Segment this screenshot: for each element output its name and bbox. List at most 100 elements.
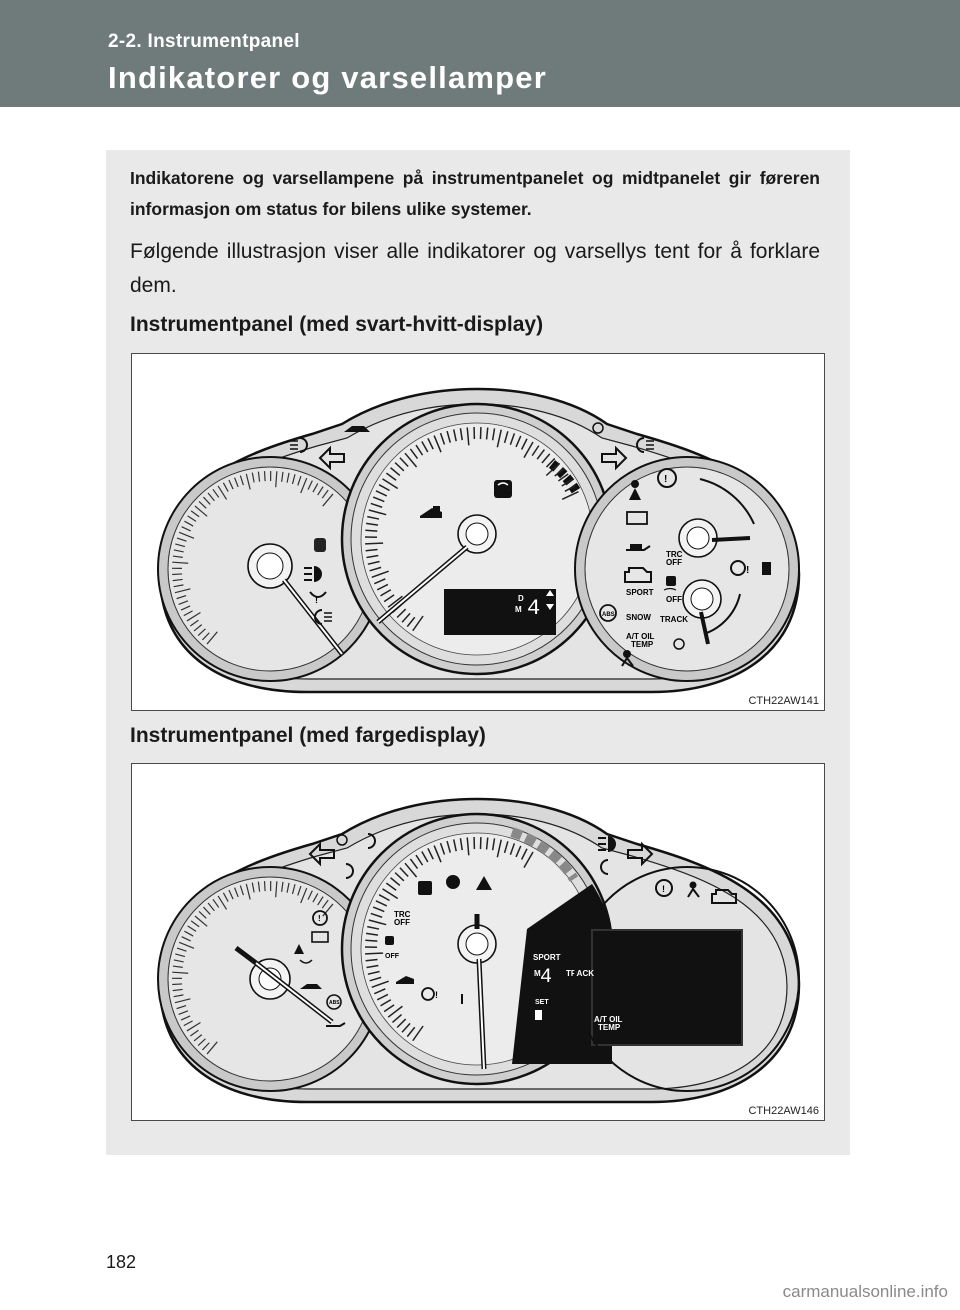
gauge-tick [257,471,261,482]
figure2-heading: Instrumentpanel (med fargedisplay) [130,724,486,747]
svg-text:!: ! [435,990,438,1000]
gauge-tick [172,965,183,968]
gauge-tick [207,902,215,912]
gauge-tick [178,941,195,949]
gauge-tick [291,884,296,895]
tachometer-left [157,456,383,682]
oil-pressure-icon [626,544,651,551]
gauge-tick [412,1025,424,1042]
svg-text:!: ! [662,884,665,894]
gauge-tick [427,848,434,860]
page-title: Indikatorer og varsellamper [108,60,548,95]
gauge-tick [399,457,409,467]
gauge-tick [375,900,388,907]
track-mode-label-2: TRACK [566,969,594,978]
shift-up-icon [546,590,554,596]
body-text: Følgende illustrasjon viser alle indikat… [130,240,820,297]
gauge-tick [312,893,319,903]
headlight-high-beam-icon [304,566,322,582]
right-panel-2: ! [574,866,800,1092]
at-oil-temp-label-b: A/T OIL [594,1015,623,1024]
gauge-tick [409,448,419,460]
at-oil-temp-label: A/T OIL [626,632,655,641]
gauge-tick [194,915,208,927]
vsc-off-icon [663,576,677,591]
page-number: 182 [106,1252,137,1272]
multi-info-display [444,589,556,635]
svg-text:!: ! [318,914,321,923]
gauge-tick [491,838,496,851]
page-header: 2-2. Instrumentpanel Indikatorer og vars… [0,0,960,107]
gauge-tick [380,589,392,597]
gauge-tick [554,467,565,477]
gauge-tick [176,537,187,542]
rear-fog-icon-2 [345,863,354,879]
redline-band-2 [510,827,579,882]
gauge-tick [531,445,540,457]
gauge-tick [485,837,489,850]
gauge-tick [520,848,528,860]
gauge-tick [212,898,220,908]
figure1-code: CTH22AW141 [748,695,819,707]
gauge-tick [523,851,534,868]
gauge-tick [180,605,191,611]
gauge-tick [194,505,208,517]
seatbelt-reminder-icon-2 [294,944,304,954]
gauge-tick [245,883,251,900]
gauge-tick [503,431,509,444]
gauge-tick [387,595,403,608]
gauge-tick [365,939,378,942]
gauge-tick [545,462,561,477]
gauge-tick [466,837,470,856]
headlight-high-beam-icon-2 [598,836,616,852]
gauge-tick [427,438,434,450]
gauge-tick [176,947,187,952]
figure2-code: CTH22AW146 [748,1105,819,1117]
gauge-tick [181,936,191,942]
turn-signal-right-icon-2 [627,841,654,867]
gauge-tick [459,838,463,851]
gauge-tick [197,628,206,637]
door-open-icon [344,426,370,432]
gauge-tick [561,490,579,500]
gauge-tick [263,881,266,892]
gauge-tick [391,1014,403,1024]
brake-warning-icon-2: ! [312,910,328,926]
charging-system-icon-2 [311,931,329,943]
gauge-tick [322,493,334,507]
gauge-tick [207,492,215,502]
tire-pressure-icon-2 [299,959,313,964]
redline-band [548,460,583,497]
gauge-tick [520,438,528,450]
gauge-tick [564,484,576,492]
gauge-tick [172,988,183,992]
gauge-tick [190,510,200,518]
slip-indicator-icon-2 [418,881,432,895]
gauge-tick [459,428,463,441]
gauge-tick [291,474,296,485]
gauge-tick [201,632,210,641]
gauge-tick [186,611,201,622]
gauge-tick [366,964,379,969]
front-fog-icon [290,437,308,453]
gauge-tick [409,858,419,870]
gauge-tick [367,970,380,975]
gauge-tick [383,1004,395,1013]
gauge-tick [297,475,302,486]
gauge-tick [307,480,313,490]
gauge-tick [485,427,489,440]
gauge-tick [202,906,211,915]
gauge-tick [228,479,234,490]
gauge-tick [307,890,313,900]
gauge-tick [186,1021,201,1032]
power-steering-icon-2: ! [421,987,438,1001]
vsc-off-icon-2 [385,936,394,945]
gauge-tick [217,895,228,910]
seatbelt-pretensioner-icon [314,538,326,552]
gauge-tick [396,1018,407,1029]
svg-text:!: ! [746,565,749,576]
gauge-tick [251,882,255,893]
low-fuel-icon [762,562,771,575]
gauge-tick [515,435,522,448]
gauge-tick [300,477,308,494]
